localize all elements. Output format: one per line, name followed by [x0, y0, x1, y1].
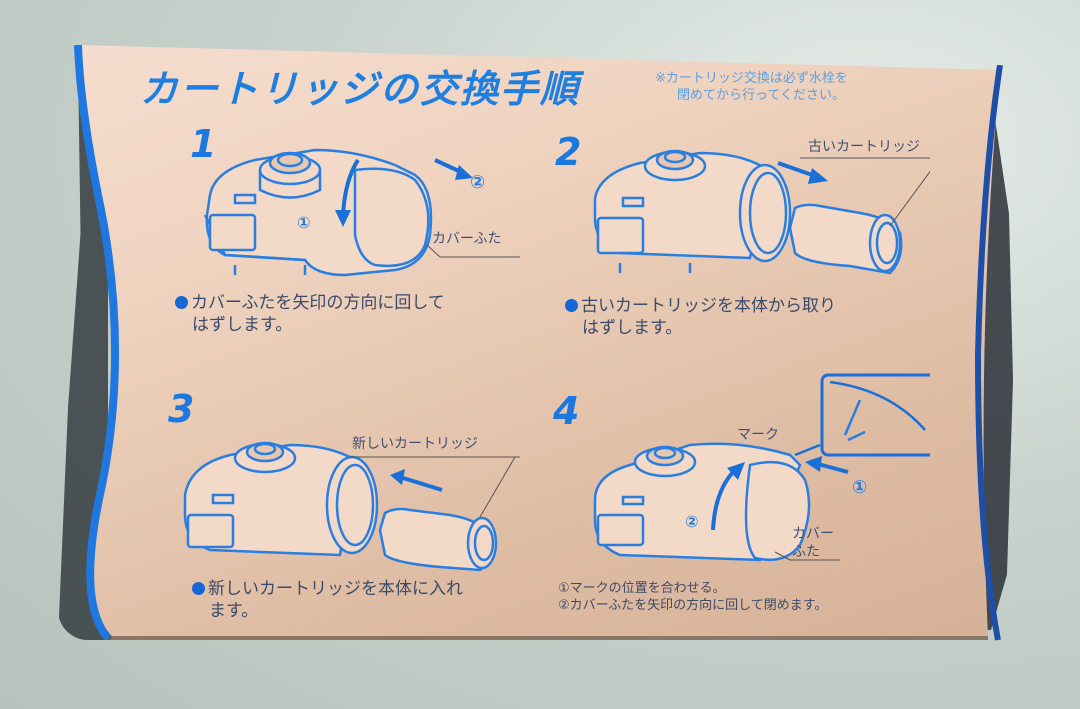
page-title: カートリッジの交換手順 [140, 67, 581, 111]
step-4-part-label: カバー ふた [792, 525, 834, 561]
step-3-caption-line-1: 新しいカートリッジを本体に入れ [208, 579, 463, 599]
step-3-number: 3 [168, 387, 195, 431]
step-4-caption: ①マークの位置を合わせる。 ②カバーふたを矢印の方向に回して閉めます。 [558, 580, 827, 614]
step-1-caption-line-1: カバーふたを矢印の方向に回して [191, 293, 445, 313]
step-3-part-label: 新しいカートリッジ [352, 436, 478, 452]
notice-line-2: 閉めてから行ってください。 [677, 88, 845, 103]
step-4-mark-label: マーク [737, 427, 779, 443]
card-bottom-edge [108, 636, 988, 640]
step-4-marker-1: ① [852, 477, 868, 498]
step-3-caption: 新しいカートリッジを本体に入れ ます。 [192, 578, 463, 622]
step-4-part-label-line-2: ふた [792, 544, 820, 560]
step-1-part-label: カバーふた [432, 231, 502, 247]
step-4-marker-2: ② [685, 512, 699, 531]
bullet-icon [192, 582, 205, 595]
step-2-part-label: 古いカートリッジ [808, 139, 920, 155]
bullet-icon [175, 296, 188, 309]
step-4-caption-line-2: ②カバーふたを矢印の方向に回して閉めます。 [558, 598, 828, 613]
step-2-caption-line-2: はずします。 [582, 318, 683, 338]
step-1-number: 1 [190, 122, 217, 166]
step-2-caption: 古いカートリッジを本体から取り はずします。 [565, 295, 836, 339]
step-4-cover-close-diagram [593, 373, 930, 562]
step-4-number: 4 [553, 389, 580, 433]
step-3-caption-line-2: ます。 [209, 601, 259, 621]
step-1-marker-1: ① [297, 213, 311, 232]
step-4-caption-line-1: ①マークの位置を合わせる。 [558, 581, 726, 596]
step-1-marker-2: ② [470, 172, 486, 193]
step-1-caption: カバーふたを矢印の方向に回して はずします。 [175, 292, 445, 336]
bullet-icon [565, 299, 578, 312]
safety-notice: ※カートリッジ交換は必ず水栓を 閉めてから行ってください。 [655, 70, 975, 104]
step-4-part-label-line-1: カバー [792, 526, 834, 542]
step-2-number: 2 [555, 130, 582, 174]
notice-line-1: ※カートリッジ交換は必ず水栓を [655, 71, 848, 86]
step-1-faucet-diagram [203, 148, 520, 277]
step-2-cartridge-removal-diagram [593, 149, 930, 275]
step-2-caption-line-1: 古いカートリッジを本体から取り [581, 296, 836, 316]
step-1-caption-line-2: はずします。 [192, 315, 293, 335]
step-3-cartridge-insert-diagram [183, 441, 520, 572]
